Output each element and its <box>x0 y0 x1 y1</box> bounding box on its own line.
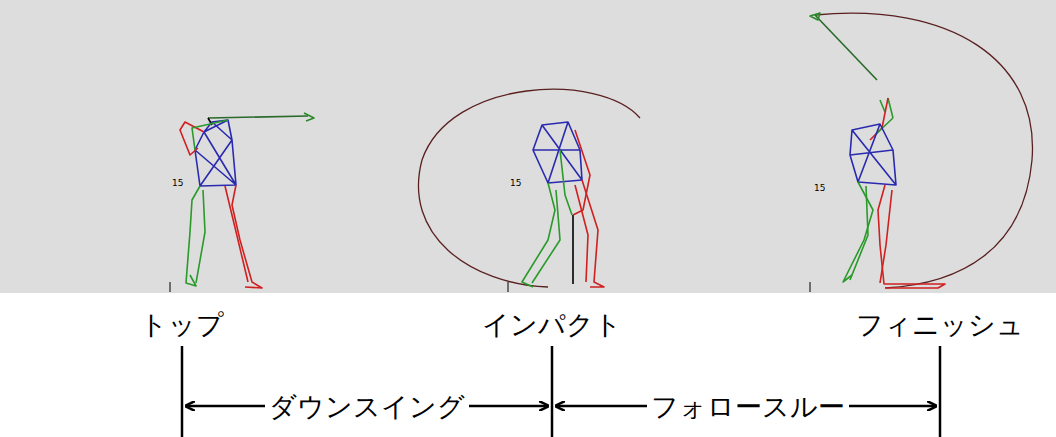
figure-finish <box>810 13 1032 288</box>
phase-label: インパクト <box>478 311 626 338</box>
figure-top <box>180 113 314 288</box>
frame-number: 15 <box>814 184 825 193</box>
background-panel <box>0 0 1056 293</box>
figure-impact <box>418 89 640 287</box>
ground-ticks <box>170 282 810 292</box>
timeline <box>182 346 940 437</box>
frame-number: 15 <box>172 179 183 188</box>
frame-number: 15 <box>510 179 521 188</box>
interval-label: ダウンスイング <box>265 393 469 420</box>
phase-label: フィニッシュ <box>852 311 1028 338</box>
phase-label: トップ <box>136 311 228 338</box>
interval-label: フォロースルー <box>647 393 849 420</box>
